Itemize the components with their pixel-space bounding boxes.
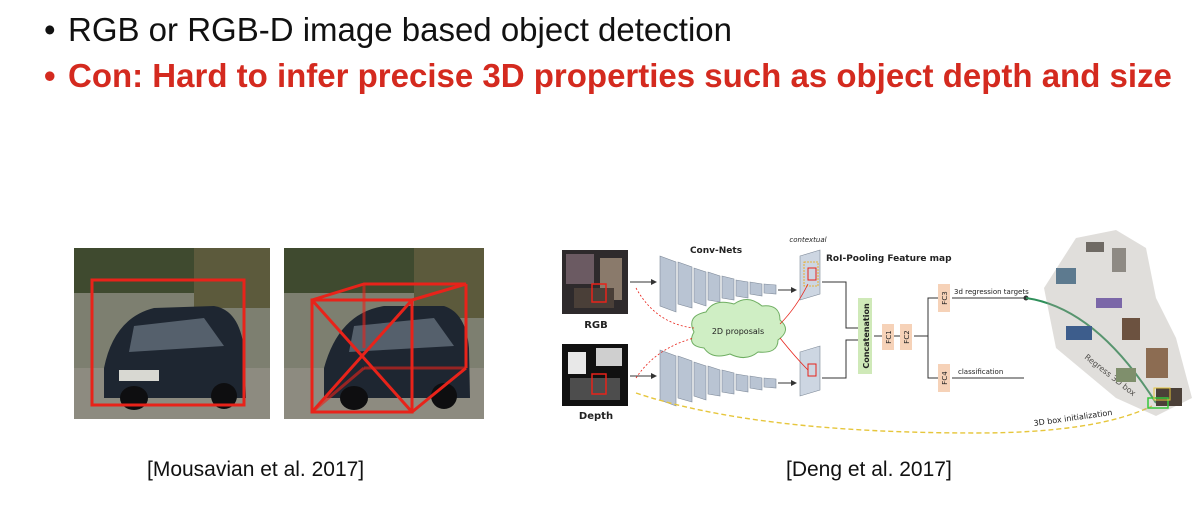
rgb-input-image (562, 250, 628, 314)
bullet-marker: • (44, 11, 56, 48)
car-photo-3d-box (284, 248, 484, 419)
fc3-label: FC3 (941, 291, 949, 304)
fc2-label: FC2 (903, 330, 911, 343)
proposals-label: 2D proposals (712, 327, 764, 336)
roi-pooling-label: RoI-Pooling Feature map (826, 254, 952, 264)
fc2-block (900, 324, 912, 350)
bullet-text: RGB or RGB-D image based object detectio… (68, 11, 732, 48)
fc1-block (882, 324, 894, 350)
caption-left: [Mousavian et al. 2017] (147, 458, 365, 481)
box-init-label: 3D box initialization (1033, 408, 1113, 428)
bullet-con: • Con: Hard to infer precise 3D properti… (44, 54, 1184, 98)
depth-input-image (562, 344, 628, 406)
bullet-rgb-detection: • RGB or RGB-D image based object detect… (44, 8, 1184, 52)
pipeline-diagram: RGB Depth Conv-Nets (556, 228, 1196, 438)
bullet-text: Con: Hard to infer precise 3D properties… (68, 57, 1172, 94)
conv-net-top (659, 255, 777, 313)
concatenation-label: Concatenation (862, 303, 871, 369)
concatenation-block (858, 298, 872, 374)
rgb-label: RGB (584, 320, 608, 331)
regression-targets-label: 3d regression targets (954, 288, 1029, 296)
conv-nets-label: Conv-Nets (690, 246, 742, 256)
bullet-marker: • (44, 57, 56, 94)
point-cloud (1044, 230, 1192, 416)
fc4-block (938, 364, 950, 392)
fc3-block (938, 284, 950, 312)
car-photo-2d-box (74, 248, 270, 419)
depth-label: Depth (579, 411, 613, 422)
caption-right: [Deng et al. 2017] (786, 458, 952, 481)
fc4-label: FC4 (941, 371, 949, 385)
bullet-list: • RGB or RGB-D image based object detect… (44, 8, 1184, 98)
contextual-label: contextual (789, 236, 826, 244)
fc1-label: FC1 (885, 330, 893, 343)
conv-net-bottom (659, 349, 777, 407)
feature-map-bottom (799, 345, 821, 397)
feature-map-top (799, 249, 821, 301)
proposals-cloud (691, 299, 786, 358)
classification-label: classification (958, 368, 1003, 376)
